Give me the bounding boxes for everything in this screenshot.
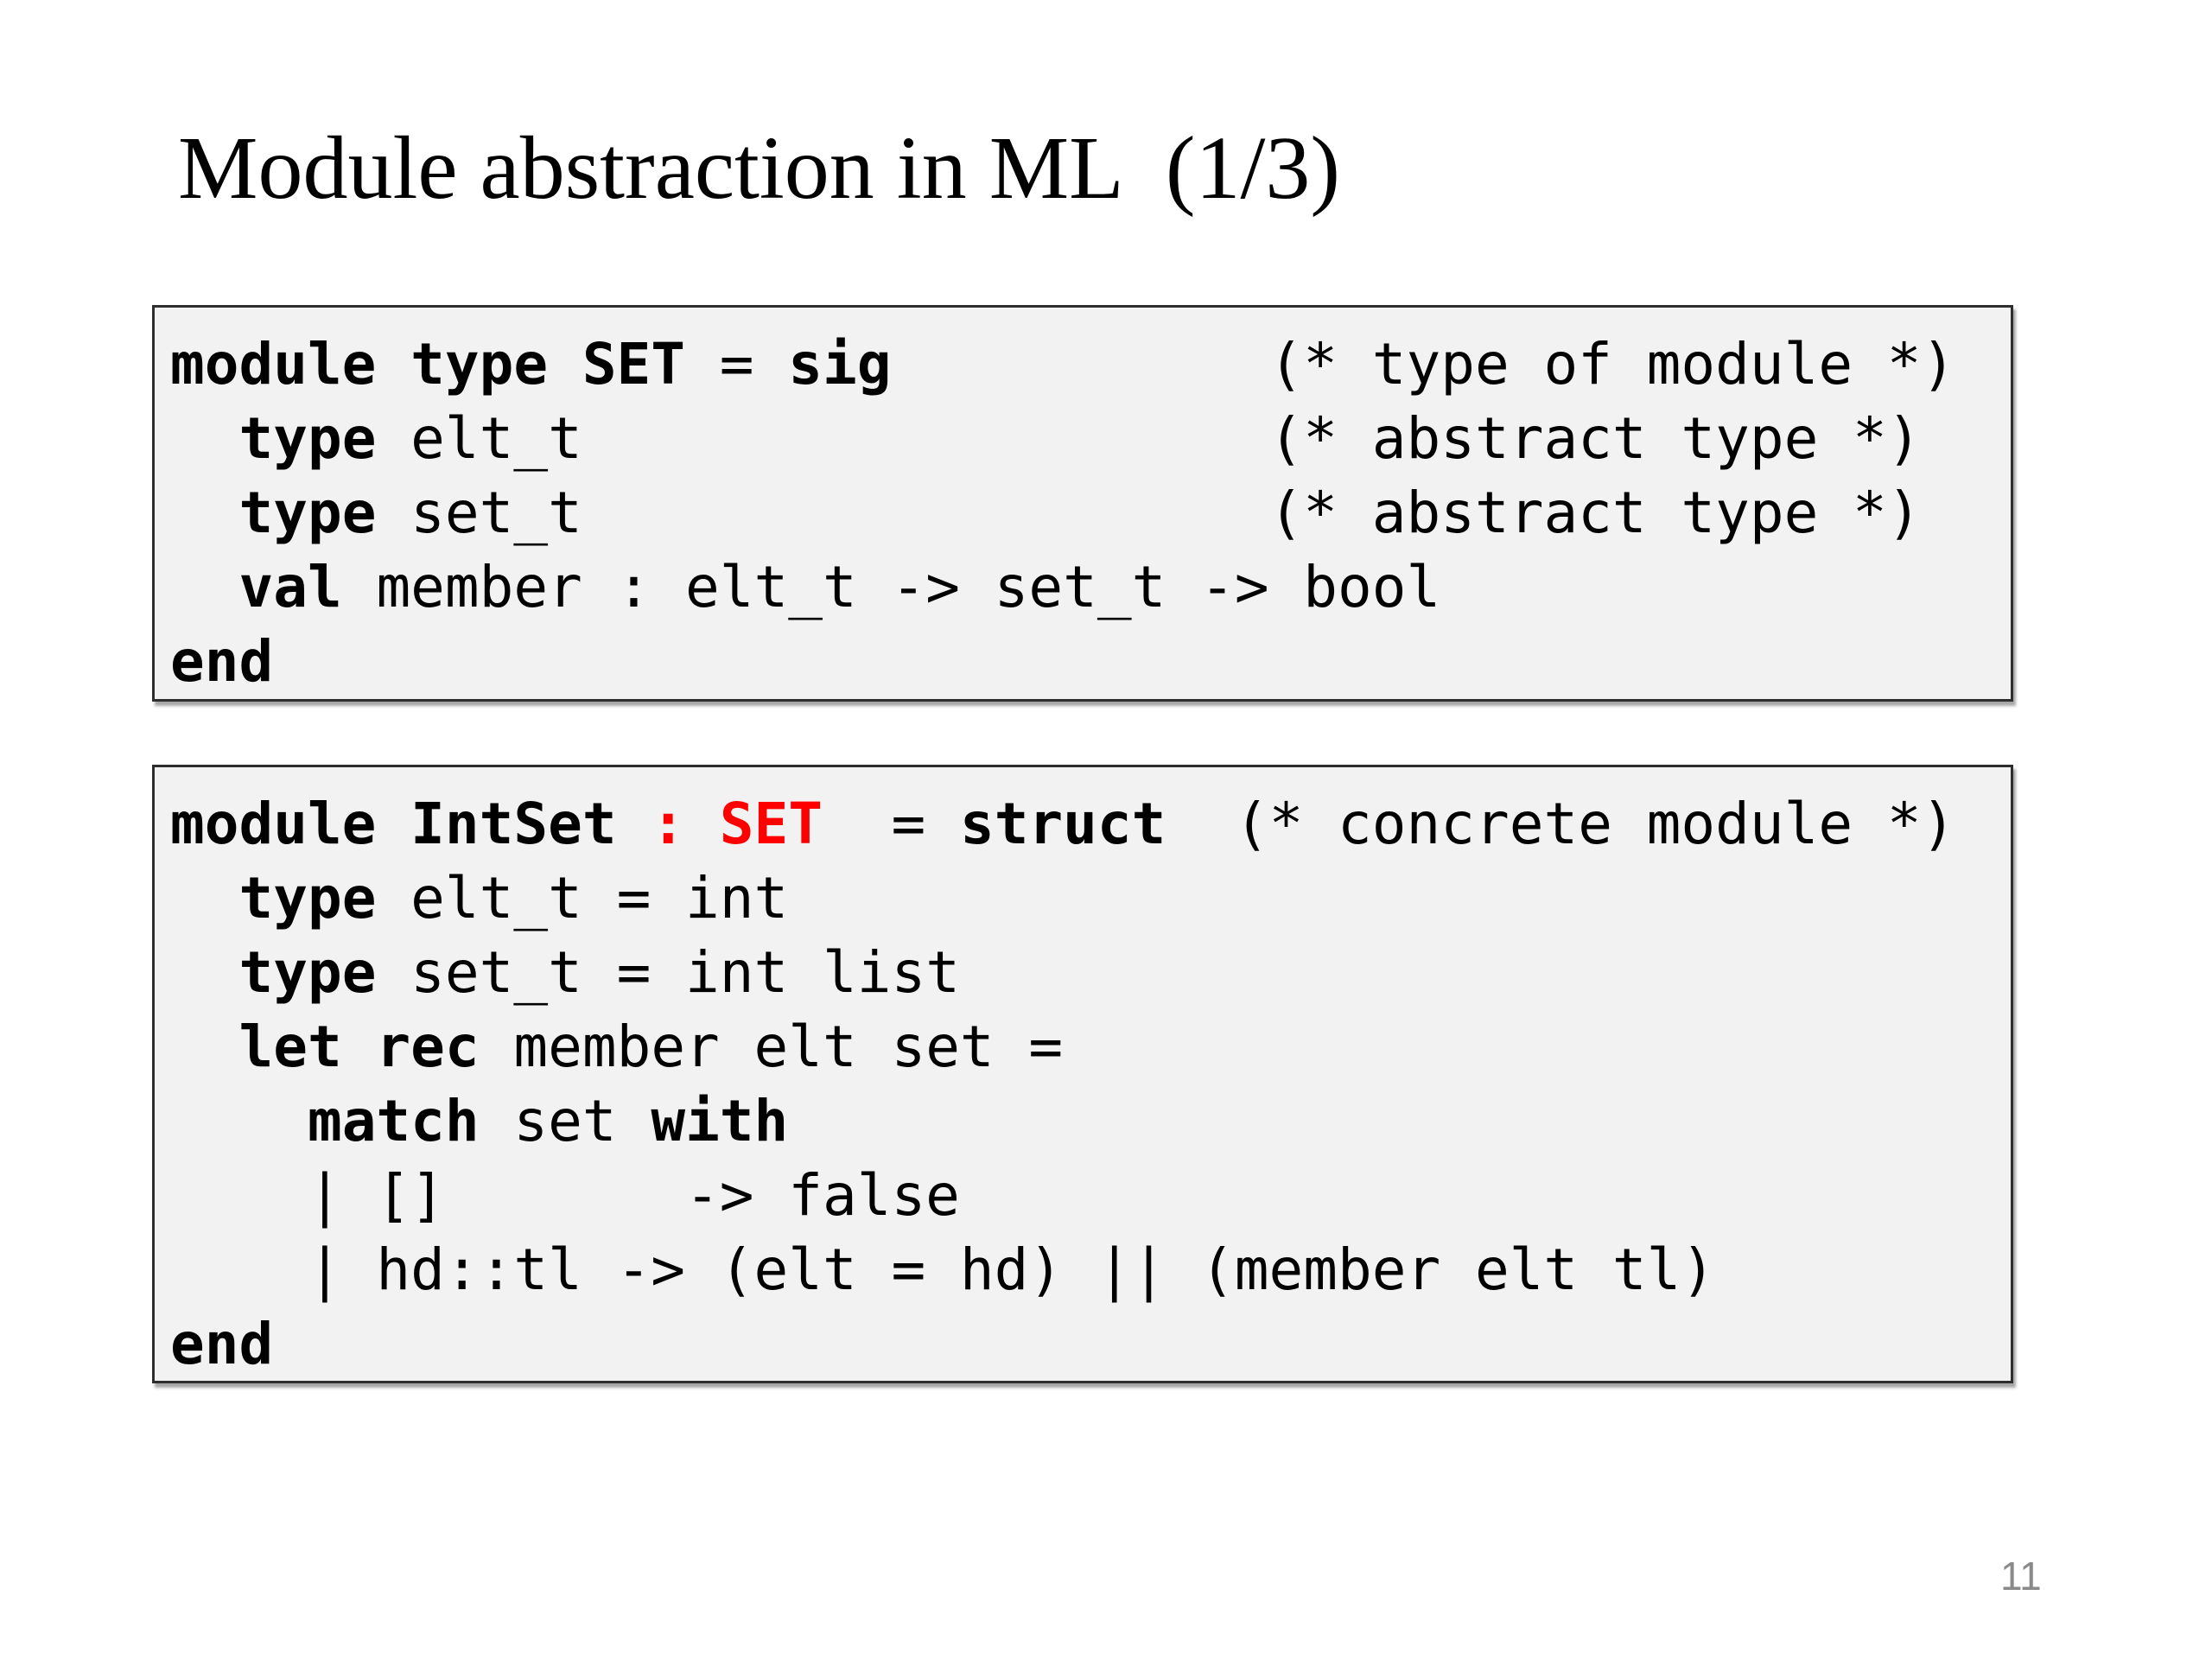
code-segment: = [823, 791, 960, 857]
code-segment: val [238, 554, 342, 620]
code-segment: match [307, 1088, 480, 1154]
code-line: val member : elt_t -> set_t -> bool [170, 550, 2011, 625]
slide-title: Module abstraction in ML (1/3) [178, 118, 1340, 218]
code-line: let rec member elt set = [170, 1010, 2011, 1084]
code-segment: module IntSet [170, 791, 617, 857]
code-segment: module type SET [170, 331, 686, 397]
code-segment: type [238, 480, 377, 546]
code-line: | [] -> false [170, 1159, 2011, 1233]
code-segment: elt_t (* abstract type *) [376, 405, 1922, 472]
code-segment: sig [788, 331, 892, 397]
code-block-set-signature: module type SET = sig (* type of module … [152, 305, 2013, 702]
code-segment: : SET [651, 791, 823, 857]
code-segment: end [170, 628, 274, 695]
code-segment: with [651, 1088, 789, 1154]
code-line: | hd::tl -> (elt = hd) || (member elt tl… [170, 1233, 2011, 1307]
code-line: end [170, 625, 2011, 699]
code-segment [170, 480, 238, 546]
code-segment [170, 1088, 308, 1154]
code-line: type set_t = int list [170, 936, 2011, 1010]
code-segment: (* concrete module *) [1166, 791, 1956, 857]
code-segment: type [238, 865, 377, 931]
code-line: type set_t (* abstract type *) [170, 476, 2011, 550]
code-segment [170, 939, 238, 1006]
code-segment: set [479, 1088, 652, 1154]
code-segment [170, 405, 238, 472]
code-segment [617, 791, 652, 857]
code-segment: struct [959, 791, 1166, 857]
code-line: type elt_t (* abstract type *) [170, 402, 2011, 476]
code-line: module type SET = sig (* type of module … [170, 327, 2011, 402]
code-line: match set with [170, 1084, 2011, 1159]
code-segment: let rec [238, 1014, 480, 1080]
code-segment: member : elt_t -> set_t -> bool [341, 554, 1441, 620]
code-segment: type [238, 405, 377, 472]
code-line: type elt_t = int [170, 861, 2011, 936]
code-segment: | [] -> false [170, 1162, 960, 1229]
code-segment: elt_t = int [376, 865, 789, 931]
code-segment: set_t (* abstract type *) [376, 480, 1922, 546]
code-segment [170, 554, 238, 620]
code-segment: = [685, 331, 789, 397]
code-segment [170, 865, 238, 931]
code-block-intset-struct: module IntSet : SET = struct (* concrete… [152, 765, 2013, 1383]
code-segment: | hd::tl -> (elt = hd) || (member elt tl… [170, 1236, 1716, 1303]
code-line: end [170, 1307, 2011, 1381]
code-segment: member elt set = [479, 1014, 1064, 1080]
code-segment [170, 1014, 238, 1080]
code-segment: set_t = int list [376, 939, 960, 1006]
code-segment: (* type of module *) [891, 331, 1956, 397]
page-number: 11 [2000, 1554, 2042, 1599]
code-segment: type [238, 939, 377, 1006]
code-line: module IntSet : SET = struct (* concrete… [170, 787, 2011, 861]
code-segment: end [170, 1311, 274, 1377]
